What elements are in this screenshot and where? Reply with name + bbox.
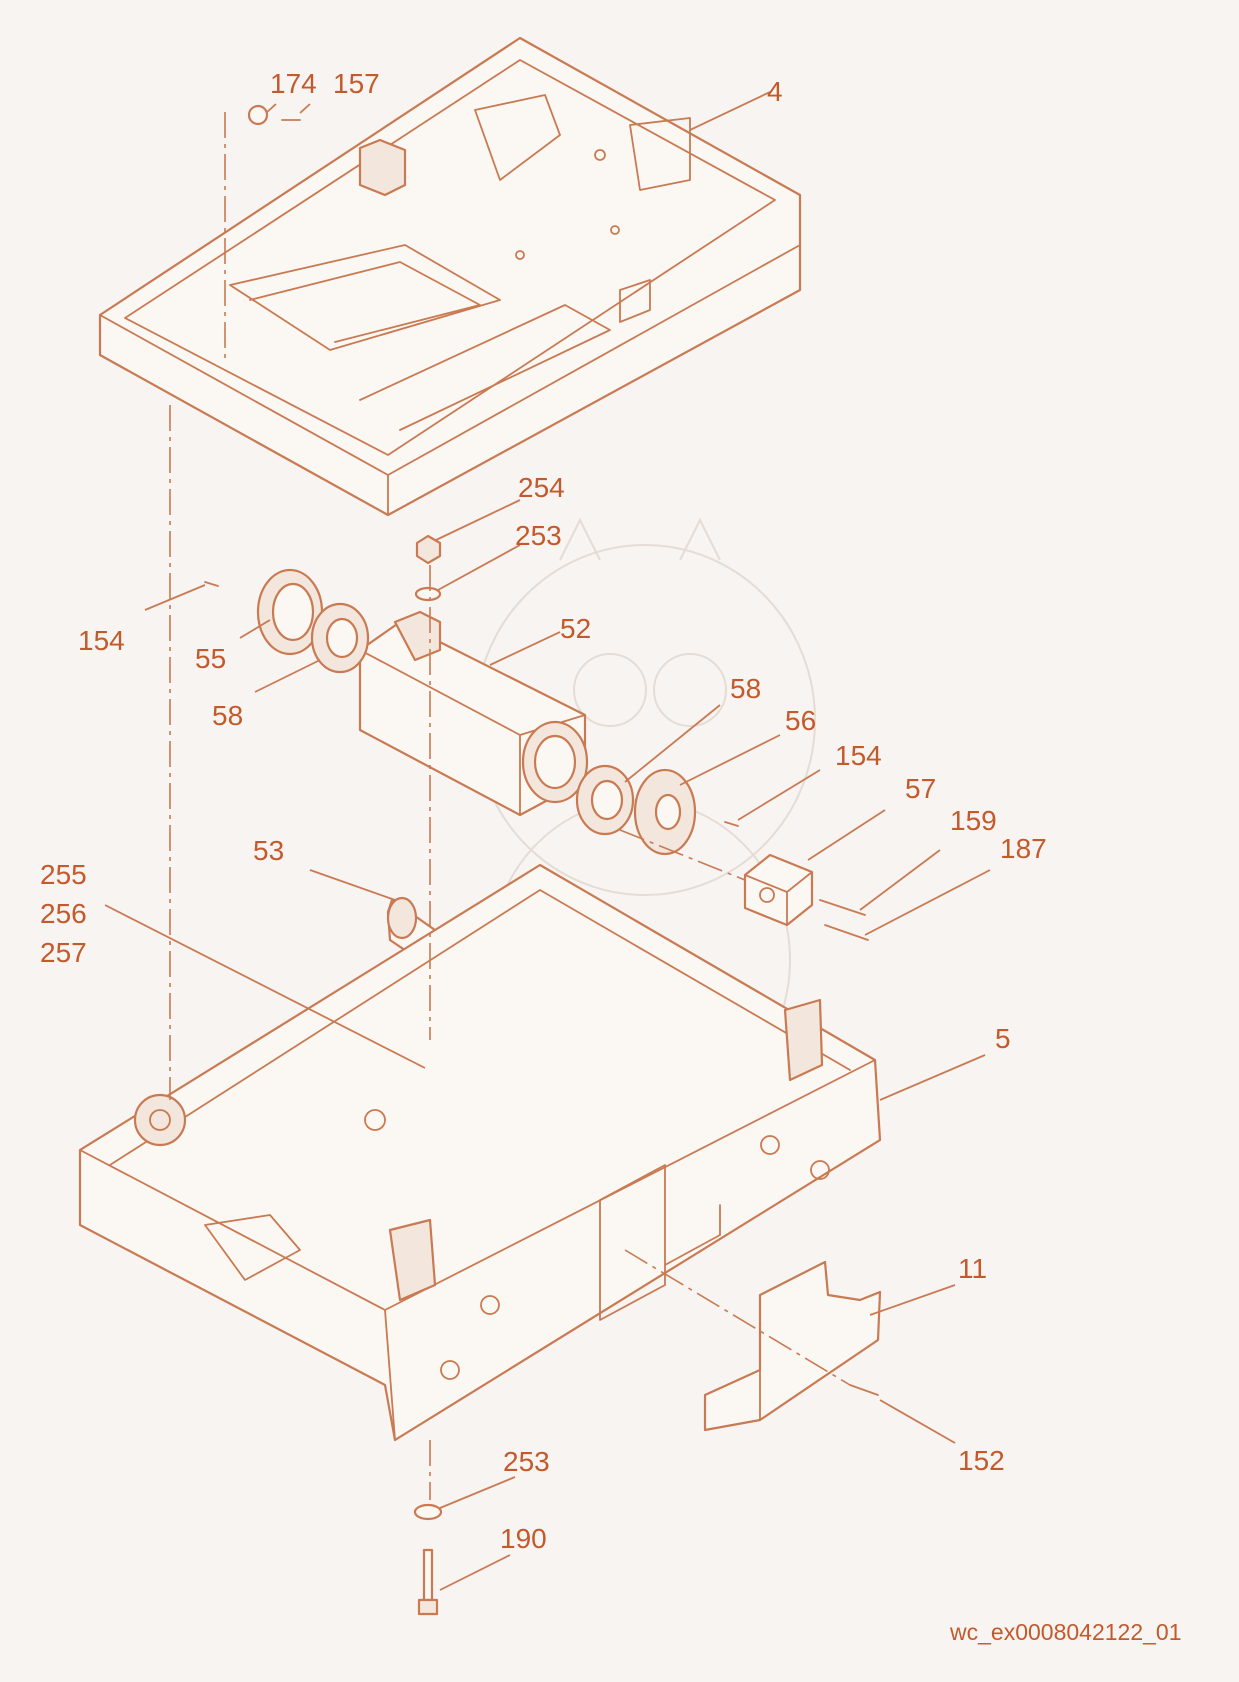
label-58-left: 58	[212, 700, 243, 731]
upper-tray	[98, 36, 802, 517]
label-159: 159	[950, 805, 997, 836]
part-labels: 174 157 4 254 253 154 55 52 58 58 56 154…	[40, 68, 1181, 1645]
label-55: 55	[195, 643, 226, 674]
bearing-58-right	[575, 764, 635, 836]
label-255: 255	[40, 859, 87, 890]
screw-159	[819, 899, 866, 916]
label-187: 187	[1000, 833, 1047, 864]
screw-154-left	[204, 581, 219, 587]
screw-187	[824, 924, 869, 941]
bolt-190	[417, 1548, 439, 1616]
lower-chassis	[78, 863, 882, 1442]
label-154-left: 154	[78, 625, 125, 656]
label-253-top: 253	[515, 520, 562, 551]
label-256: 256	[40, 898, 87, 929]
washer-253-bottom	[413, 1503, 443, 1521]
washer-253-top	[414, 586, 442, 602]
reference-code: wc_ex0008042122_01	[949, 1619, 1181, 1645]
label-52: 52	[560, 613, 591, 644]
label-174: 174	[270, 68, 317, 99]
label-154-right: 154	[835, 740, 882, 771]
screw-154-right	[724, 821, 739, 827]
label-254: 254	[518, 472, 565, 503]
label-4: 4	[767, 76, 783, 107]
bracket-11	[703, 1260, 882, 1432]
assembly-axes	[169, 112, 851, 1500]
flange-56	[633, 768, 697, 856]
label-53: 53	[253, 835, 284, 866]
label-257: 257	[40, 937, 87, 968]
screw-152	[849, 1384, 879, 1396]
block-57	[743, 853, 814, 927]
bearing-housing	[358, 610, 589, 817]
washer-174	[247, 104, 269, 126]
label-152: 152	[958, 1445, 1005, 1476]
label-58-right: 58	[730, 673, 761, 704]
label-157: 157	[333, 68, 380, 99]
label-11: 11	[958, 1253, 987, 1284]
leader-lines	[104, 91, 991, 1591]
label-5: 5	[995, 1023, 1011, 1054]
label-57: 57	[905, 773, 936, 804]
label-190: 190	[500, 1523, 547, 1554]
nut-254	[415, 534, 442, 565]
bearing-58-left	[310, 602, 370, 674]
label-56: 56	[785, 705, 816, 736]
label-253-bottom: 253	[503, 1446, 550, 1477]
